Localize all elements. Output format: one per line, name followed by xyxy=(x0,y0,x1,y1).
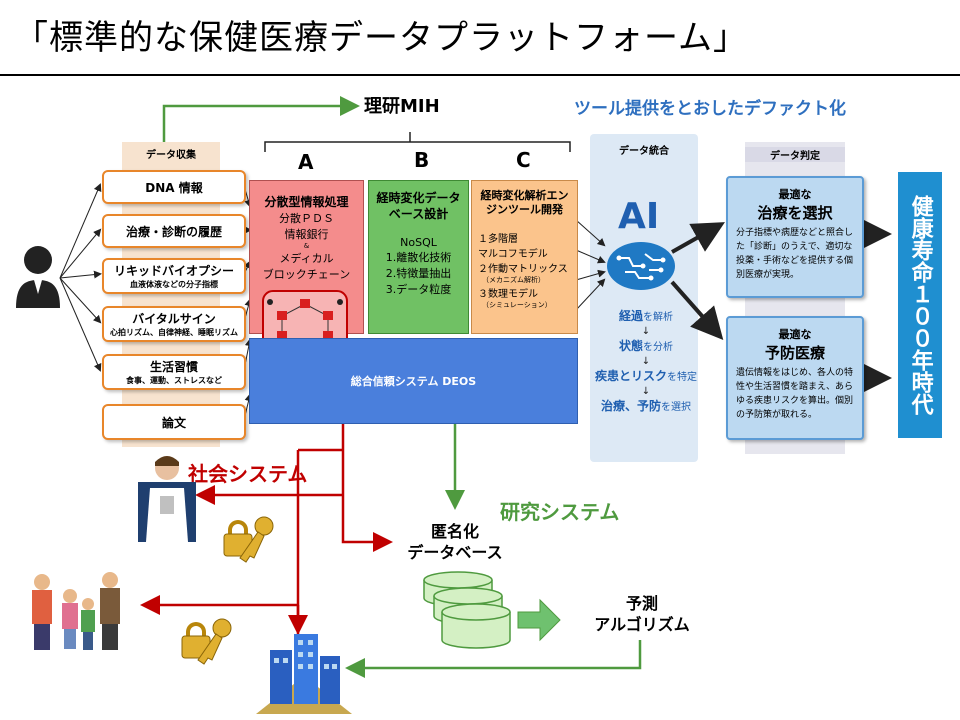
mih-label: 理研MIH xyxy=(364,96,440,117)
collection-item-sub: 心拍リズム、自律神経、睡眠リズム xyxy=(110,328,238,337)
label-b: B xyxy=(414,148,430,172)
treatment-body: 分子指標や病歴などと照合した「診断」のうえで、適切な投薬・手術などを提供する個別… xyxy=(736,228,854,280)
box-c-title: 経時変化解析エンジンツール開発 xyxy=(480,189,569,217)
treatment-pre: 最適な xyxy=(778,188,812,201)
collection-item-label: 論文 xyxy=(161,415,186,430)
database-icon xyxy=(423,571,511,649)
box-c-line1: １多階層 xyxy=(478,233,518,245)
research-system-label: 研究システム xyxy=(500,500,620,524)
ai-step: 治療、予防を選択 xyxy=(600,399,691,413)
box-c-line3: ３数理モデル xyxy=(478,288,538,300)
ai-step: 経過を解析 xyxy=(618,309,673,323)
abc-bracket xyxy=(264,141,571,152)
brain-icon xyxy=(607,242,675,290)
box-a-line4: ブロックチェーン xyxy=(262,268,351,281)
treatment-box: 最適な 治療を選択 分子指標や病歴などと照合した「診断」のうえで、適切な投薬・手… xyxy=(726,176,864,298)
down-arrow-icon: ↓ xyxy=(641,385,651,397)
box-b-nosql: NoSQL xyxy=(400,236,437,250)
key-lock-icon xyxy=(181,618,232,665)
box-b-line2: 2.特徴量抽出 xyxy=(385,267,452,281)
box-a-amp: & xyxy=(303,242,310,250)
prevention-body: 遺伝情報をはじめ、各人の特性や生活習慣を踏まえ、あらゆる疾患リスクを算出。個別の… xyxy=(736,368,854,420)
box-b-line3: 3.データ粒度 xyxy=(385,283,452,297)
health-longevity-banner: 健康寿命１００年時代 xyxy=(898,172,942,438)
title-divider xyxy=(0,74,960,76)
box-c-line2: ２作動マトリックス xyxy=(478,263,568,275)
mih-arrow xyxy=(162,96,360,142)
deos-box: 総合信頼システム DEOS xyxy=(249,338,578,424)
anon-db-label: 匿名化データベース xyxy=(407,522,503,562)
buildings-icon xyxy=(256,634,352,714)
family-icon xyxy=(32,572,120,650)
box-b-title: 経時変化データベース設計 xyxy=(376,191,461,221)
integration-panel xyxy=(590,134,698,462)
treatment-title: 治療を選択 xyxy=(757,204,833,222)
collection-item-dna: DNA 情報 xyxy=(102,170,246,204)
integration-header: データ統合 xyxy=(619,146,669,157)
collection-item-label: 生活習慣 xyxy=(149,360,198,374)
label-a: A xyxy=(298,150,314,174)
collection-item-label: 治療・診断の履歴 xyxy=(125,224,222,239)
judgement-header: データ判定 xyxy=(745,147,845,162)
box-c-analysis: 経時変化解析エンジンツール開発 １多階層 マルコフモデル ２作動マトリックス （… xyxy=(471,180,578,334)
collection-item-sub: 血液体液などの分子指標 xyxy=(130,280,218,289)
box-b-database: 経時変化データベース設計 NoSQL 1.離散化技術 2.特徴量抽出 3.データ… xyxy=(368,180,469,334)
box-a-title: 分散型情報処理 xyxy=(264,195,349,209)
prevention-pre: 最適な xyxy=(778,328,812,341)
doctor-icon xyxy=(138,456,196,542)
person-arrows xyxy=(59,183,102,372)
defacto-label: ツール提供をとおしたデファクト化 xyxy=(574,99,846,119)
collection-item-biopsy: リキッドバイオプシー 血液体液などの分子指標 xyxy=(102,258,246,294)
box-c-line3-sub: （シミュレーション） xyxy=(482,300,552,309)
label-c: C xyxy=(516,148,531,172)
person-icon xyxy=(16,246,60,308)
box-c-line2-sub: （メカニズム解析） xyxy=(482,275,545,284)
collection-item-history: 治療・診断の履歴 xyxy=(102,214,246,248)
db-to-algo-arrow xyxy=(517,598,561,642)
box-a-line2: 情報銀行 xyxy=(284,228,329,241)
ai-steps: 経過を解析 ↓ 状態を分析 ↓ 疾患とリスクを特定 ↓ 治療、予防を選択 xyxy=(594,308,698,415)
collection-header: データ収集 xyxy=(146,150,196,161)
collection-item-label: DNA 情報 xyxy=(145,180,203,195)
social-system-label: 社会システム xyxy=(188,462,308,486)
collection-item-papers: 論文 xyxy=(102,404,246,440)
health-label: 健康寿命１００年時代 xyxy=(907,195,933,415)
deos-label: 総合信頼システム DEOS xyxy=(350,375,477,388)
down-arrow-icon: ↓ xyxy=(641,325,651,337)
collection-item-label: バイタルサイン xyxy=(132,312,216,326)
collection-item-vital: バイタルサイン 心拍リズム、自律神経、睡眠リズム xyxy=(102,306,246,342)
box-a-line3: メディカル xyxy=(279,252,334,265)
ai-step: 状態を分析 xyxy=(618,339,673,353)
prevention-title: 予防医療 xyxy=(764,344,825,362)
collection-item-lifestyle: 生活習慣 食事、運動、ストレスなど xyxy=(102,354,246,390)
predict-algo-label: 予測アルゴリズム xyxy=(594,594,690,634)
box-c-line1b: マルコフモデル xyxy=(478,248,548,260)
key-lock-icon xyxy=(223,516,274,563)
down-arrow-icon: ↓ xyxy=(641,355,651,367)
ai-step: 疾患とリスクを特定 xyxy=(594,369,697,383)
box-a-line1: 分散ＰＤＳ xyxy=(279,212,334,225)
page-title: 「標準的な保健医療データプラットフォーム」 xyxy=(14,18,748,58)
prevention-box: 最適な 予防医療 遺伝情報をはじめ、各人の特性や生活習慣を踏まえ、あらゆる疾患リ… xyxy=(726,316,864,440)
collection-item-sub: 食事、運動、ストレスなど xyxy=(126,376,222,385)
ai-label: AI xyxy=(618,196,660,237)
collection-item-label: リキッドバイオプシー xyxy=(113,264,234,278)
box-b-line1: 1.離散化技術 xyxy=(385,251,452,265)
